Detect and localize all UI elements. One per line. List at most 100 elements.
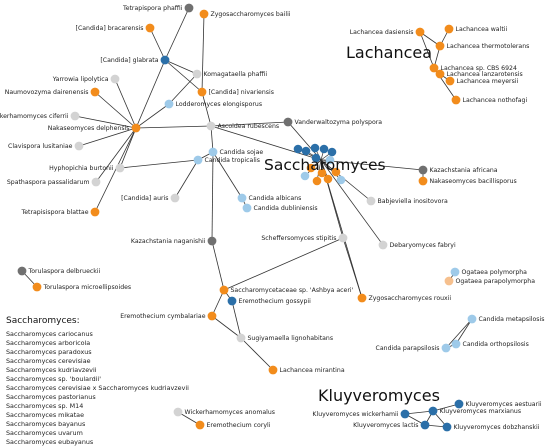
node-kluy_dobzh[interactable]	[442, 422, 452, 432]
legend-item: Saccharomyces pastorianus	[6, 393, 96, 401]
node-kazachstania_afr[interactable]	[418, 165, 428, 175]
group-label-kluyveromyces: Kluyveromyces	[318, 386, 440, 405]
node-kluy_wicker[interactable]	[400, 409, 410, 419]
node-nakaseo_delph[interactable]	[131, 123, 141, 133]
node-label-ere_gossypii: Eremothecium gossypii	[239, 298, 312, 305]
edge-nakaseo_delph-wickerhamomyces_cif	[74, 115, 137, 129]
node-label-yarrowia: Yarrowia lipolytica	[52, 76, 109, 83]
sacc-edge-12	[320, 159, 342, 181]
node-label-sojae: Candida sojae	[220, 149, 264, 156]
edges-layer	[21, 7, 473, 428]
edge-SACC-kazachstania_afr	[320, 159, 424, 171]
sacc-node-12	[336, 175, 346, 185]
node-sojae[interactable]	[208, 147, 218, 157]
node-label-nivariensis: [Candida] nivariensis	[209, 89, 274, 96]
node-nivariensis[interactable]	[197, 87, 207, 97]
sacc-node-4	[327, 147, 337, 157]
node-tet_blattae[interactable]	[90, 207, 100, 217]
edge-scheffersomyces-ashbya	[223, 237, 344, 291]
node-nakaseo_bacil[interactable]	[418, 176, 428, 186]
node-ere_coryli[interactable]	[195, 420, 205, 430]
node-babjeviella[interactable]	[366, 196, 376, 206]
edge-bracarensis-glabrata	[149, 27, 166, 61]
node-glabrata[interactable]	[160, 55, 170, 65]
node-lach_dasiensis[interactable]	[415, 27, 425, 37]
node-ogataea_poly[interactable]	[450, 267, 460, 277]
node-bracarensis[interactable]	[145, 23, 155, 33]
node-torula_micro[interactable]	[32, 282, 42, 292]
node-tet_phaffii[interactable]	[184, 3, 194, 13]
node-cand_parap[interactable]	[441, 343, 451, 353]
node-cand_ortho[interactable]	[451, 339, 461, 349]
node-dubliniensis[interactable]	[242, 203, 252, 213]
node-label-kazachstania_afr: Kazachstania africana	[430, 167, 498, 174]
node-lach_waltii[interactable]	[444, 24, 454, 34]
edge-glabrata-nakaseo_delph	[135, 59, 166, 129]
edge-cand_metap-cand_ortho	[455, 318, 473, 345]
node-naumovozyma[interactable]	[90, 87, 100, 97]
node-albicans[interactable]	[237, 193, 247, 203]
legend-item: Saccharomyces sp. M14	[6, 402, 84, 410]
edge-glabrata-komagataella	[164, 59, 198, 75]
node-cand_metap[interactable]	[467, 314, 477, 324]
node-lach_meyersii[interactable]	[445, 76, 455, 86]
node-clavispora[interactable]	[74, 141, 84, 151]
edge-nakaseo_delph-naumovozyma	[94, 91, 137, 129]
node-zygo_bailii[interactable]	[199, 9, 209, 19]
node-lach_mirantina[interactable]	[268, 365, 278, 375]
node-yarrowia[interactable]	[110, 74, 120, 84]
node-scheffersomyces[interactable]	[338, 233, 348, 243]
node-label-wick_anomalus: Wickerhamomyces anomalus	[185, 409, 276, 416]
node-label-nakaseo_bacil: Nakaseomyces bacillisporus	[430, 178, 517, 185]
edge-sojae-kazachstania_nag	[211, 151, 214, 242]
sacc-node-6	[325, 155, 335, 165]
node-ashbya[interactable]	[219, 285, 229, 295]
edge-sugiyamaella-lach_mirantina	[240, 337, 274, 371]
node-wick_anomalus[interactable]	[173, 407, 183, 417]
node-sugiyamaella[interactable]	[236, 333, 246, 343]
node-auris[interactable]	[170, 193, 180, 203]
legend-item: Saccharomyces bayanus	[6, 420, 86, 428]
node-label-wickerhamomyces_cif: Wickerhamomyces ciferrii	[0, 113, 69, 120]
node-komagataella[interactable]	[192, 69, 202, 79]
node-lodderomyces[interactable]	[164, 99, 174, 109]
node-label-ogataea_poly: Ogataea polymorpha	[462, 269, 528, 276]
node-label-zygo_bailii: Zygosaccharomyces bailii	[211, 11, 291, 18]
sacc-node-9	[331, 167, 341, 177]
node-lach_cbs[interactable]	[429, 63, 439, 73]
node-label-cand_ortho: Candida orthopsilosis	[463, 341, 529, 348]
node-kazachstania_nag[interactable]	[207, 236, 217, 246]
node-hyphopichia[interactable]	[115, 163, 125, 173]
node-label-tropicalis: Candida tropicalis	[205, 157, 261, 164]
node-ascoidea[interactable]	[206, 121, 216, 131]
node-debaryomyces[interactable]	[378, 240, 388, 250]
edge-ere_cymbalariae-sugiyamaella	[211, 315, 242, 339]
node-kluy_lactis[interactable]	[420, 420, 430, 430]
node-spathaspora[interactable]	[91, 177, 101, 187]
node-label-babjeviella: Babjeviella inositovora	[378, 198, 448, 205]
legend-item: Saccharomyces cerevisiae	[6, 357, 91, 365]
node-zygo_rouxii[interactable]	[357, 293, 367, 303]
node-label-cand_parap: Candida parapsilosis	[376, 345, 440, 352]
node-vanderwaltozyma[interactable]	[283, 117, 293, 127]
sacc-node-7	[306, 163, 316, 173]
node-ere_gossypii[interactable]	[227, 296, 237, 306]
node-lach_lanz[interactable]	[435, 69, 445, 79]
node-torula_delb[interactable]	[17, 266, 27, 276]
edge-sojae-albicans	[212, 151, 243, 199]
node-wickerhamomyces_cif[interactable]	[70, 111, 80, 121]
node-label-kluy_dobzh: Kluyveromyces dobzhanskii	[454, 424, 540, 431]
legend-item: Saccharomyces uvarum	[6, 429, 83, 437]
node-tropicalis[interactable]	[193, 155, 203, 165]
node-lach_thermo[interactable]	[435, 41, 445, 51]
node-kluy_marxianus[interactable]	[428, 406, 438, 416]
node-ogataea_para[interactable]	[444, 276, 454, 286]
node-kluy_aestuarii[interactable]	[454, 399, 464, 409]
edge-lach_dasiensis-lach_cbs	[419, 31, 435, 69]
legend-item: Saccharomyces kudriavzevii	[6, 366, 97, 374]
node-ere_cymbalariae[interactable]	[207, 311, 217, 321]
node-lach_nothofagi[interactable]	[451, 95, 461, 105]
node-label-cand_metap: Candida metapsilosis	[479, 316, 545, 323]
